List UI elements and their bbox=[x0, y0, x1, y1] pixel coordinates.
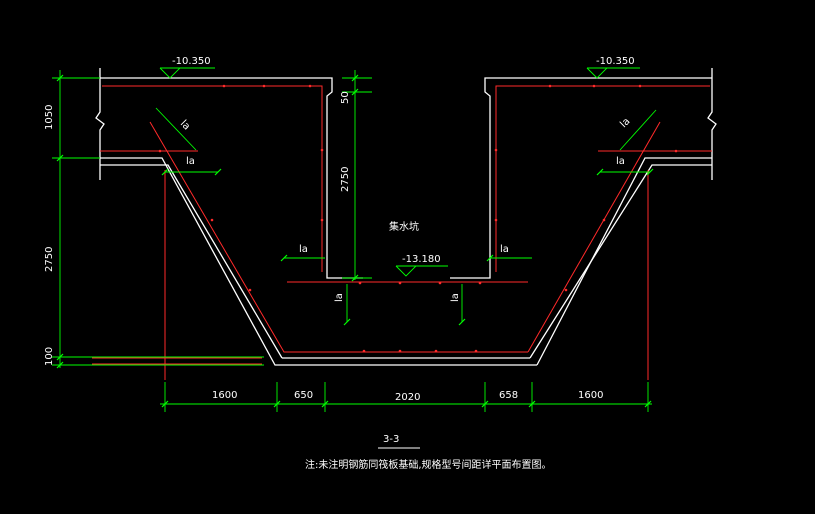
drawing-note: 注:未注明钢筋同筏板基础,规格型号间距详平面布置图。 bbox=[305, 458, 552, 471]
left-break-line bbox=[95, 68, 105, 180]
left-outer-profile bbox=[100, 157, 537, 366]
drawing-text: -10.350 -10.350 -13.180 集水坑 la la la la … bbox=[44, 56, 635, 471]
elevation-right: -10.350 bbox=[596, 56, 635, 67]
left-slope-rebar bbox=[149, 121, 528, 353]
la-label-right-slab: la bbox=[616, 156, 625, 167]
dim-bottom-5: 1600 bbox=[578, 390, 603, 401]
right-top-rebar bbox=[495, 85, 710, 272]
la-label-right-diagonal: la bbox=[618, 116, 632, 130]
section-title: 3-3 bbox=[383, 434, 399, 445]
la-label-pit-vertical-right: la bbox=[450, 293, 461, 302]
la-label-left-slab: la bbox=[186, 156, 195, 167]
dim-left-2: 2750 bbox=[44, 247, 55, 272]
dim-pit-1: 50 bbox=[340, 91, 351, 104]
rebar-dots bbox=[158, 84, 678, 353]
dim-pit-2: 2750 bbox=[340, 167, 351, 192]
pit-name-label: 集水坑 bbox=[389, 220, 419, 233]
elevation-pit-bottom: -13.180 bbox=[402, 254, 441, 265]
right-slope-rebar bbox=[527, 121, 661, 353]
dim-bottom-2: 650 bbox=[294, 390, 313, 401]
dim-bottom-1: 1600 bbox=[212, 390, 237, 401]
right-slab-top bbox=[450, 77, 712, 279]
la-label-pit-vertical-left: la bbox=[334, 293, 345, 302]
rebar-lines bbox=[92, 85, 712, 380]
left-inner-profile bbox=[100, 164, 283, 359]
right-inner-profile bbox=[529, 164, 712, 359]
la-label-pit-right: la bbox=[500, 244, 509, 255]
elevation-left: -10.350 bbox=[172, 56, 211, 67]
concrete-outline bbox=[95, 68, 717, 366]
dim-bottom-3: 2020 bbox=[395, 392, 420, 403]
dimension-ticks bbox=[56, 74, 654, 408]
dim-left-3: 100 bbox=[44, 347, 55, 366]
right-break-line bbox=[707, 68, 717, 180]
dimension-lines bbox=[52, 67, 657, 412]
dim-left-1: 1050 bbox=[44, 105, 55, 130]
right-outer-profile bbox=[536, 157, 712, 366]
dim-bottom-4: 658 bbox=[499, 390, 518, 401]
left-slab-top bbox=[100, 77, 363, 279]
la-label-pit-left: la bbox=[299, 244, 308, 255]
la-label-left-diagonal: la bbox=[178, 118, 192, 132]
left-top-rebar bbox=[102, 85, 323, 272]
